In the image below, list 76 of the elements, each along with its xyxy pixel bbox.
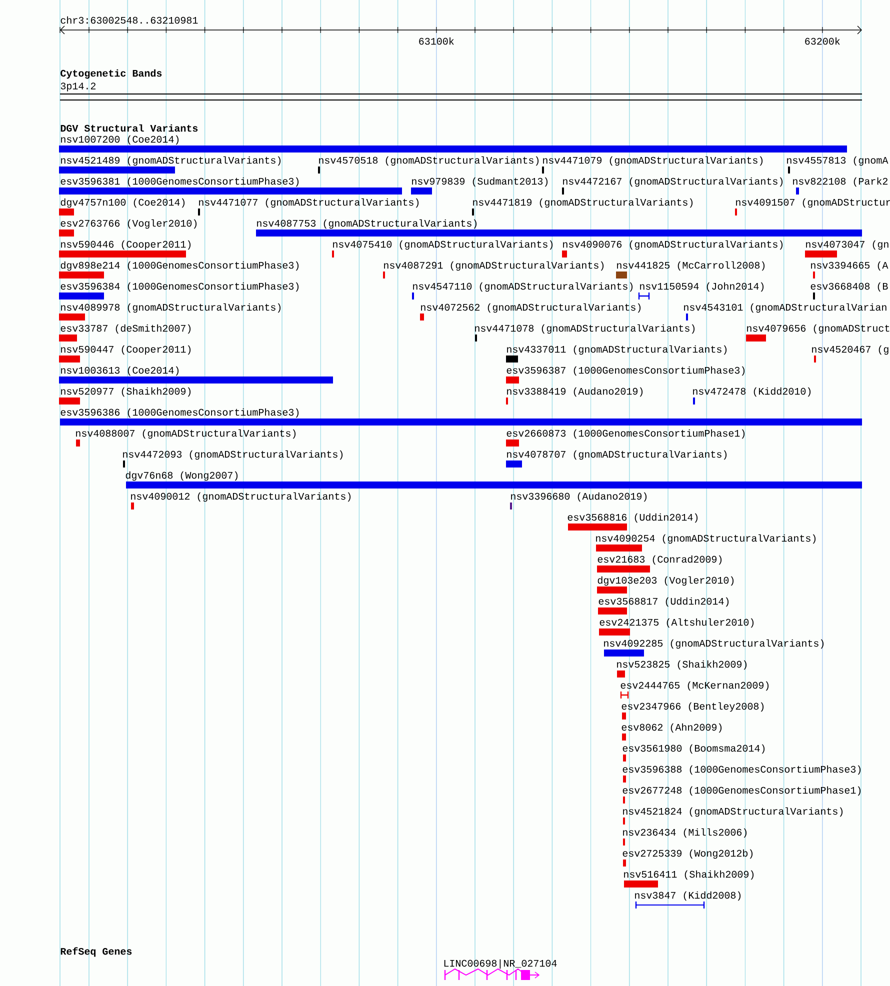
variant-label: esv33787 (deSmith2007) [60, 324, 191, 334]
variant-label: dgv898e214 (1000GenomesConsortiumPhase3) [60, 261, 299, 271]
variant-label: esv3668408 (B [810, 282, 888, 292]
variant-label: nsv1007200 (Coe2014) [61, 135, 179, 145]
variant-label: nsv4557813 (gnomA [787, 156, 888, 166]
variant-label: nsv590447 (Cooper2011) [61, 345, 191, 355]
variant-label: nsv4075410 (gnomADStructuralVariants) [333, 240, 553, 250]
variant-label: nsv520977 (Shaikh2009) [61, 387, 191, 397]
variant-label: nsv4089978 (gnomADStructuralVariants) [61, 303, 281, 313]
tick-label: 63100k [419, 37, 454, 45]
variant-label: esv2660873 (1000GenomesConsortiumPhase1) [506, 429, 745, 439]
variant-label: nsv4078707 (gnomADStructuralVariants) [507, 450, 727, 460]
variant-label: nsv4090254 (gnomADStructuralVariants) [596, 534, 816, 544]
variant-label: nsv4090012 (gnomADStructuralVariants) [131, 492, 351, 502]
variant-label: esv3596388 (1000GenomesConsortiumPhase3) [622, 765, 861, 775]
track-title: DGV Structural Variants [60, 124, 198, 132]
variant-label: nsv236434 (Mills2006) [623, 828, 747, 838]
variant-label: nsv4092285 (gnomADStructuralVariants) [604, 639, 824, 649]
variant-label: nsv4073047 (gn [806, 240, 888, 250]
variant-label: nsv4471077 (gnomADStructuralVariants) [199, 198, 419, 208]
variant-label: nsv441825 (McCarroll2008) [617, 261, 765, 271]
variant-label: nsv4521824 (gnomADStructuralVariants) [623, 807, 843, 817]
variant-label: nsv4088007 (gnomADStructuralVariants) [76, 429, 296, 439]
variant-label: esv3596387 (1000GenomesConsortiumPhase3) [506, 366, 745, 376]
variant-label: esv3596384 (1000GenomesConsortiumPhase3) [60, 282, 299, 292]
tick-label: 63200k [805, 37, 840, 45]
variant-label: nsv4090076 (gnomADStructuralVariants) [563, 240, 783, 250]
variant-label: nsv523825 (Shaikh2009) [617, 660, 747, 670]
variant-label: nsv4072562 (gnomADStructuralVariants) [421, 303, 641, 313]
variant-label: nsv1150594 (John2014) [640, 282, 764, 292]
variant-label: nsv4091507 (gnomADStructur [736, 198, 890, 208]
variant-label: esv3568816 (Uddin2014) [568, 513, 698, 523]
variant-label: dgv4757n100 (Coe2014) [60, 198, 185, 208]
variant-label: nsv4472167 (gnomADStructuralVariants) [563, 177, 783, 187]
variant-label: nsv4471819 (gnomADStructuralVariants) [473, 198, 693, 208]
variant-label: nsv3394665 (A [811, 261, 888, 271]
variant-label: nsv4520467 (g [812, 345, 888, 355]
band-label: 3p14.2 [60, 82, 96, 92]
variant-label: nsv4337011 (gnomADStructuralVariants) [507, 345, 727, 355]
variant-label: esv3568817 (Uddin2014) [598, 597, 729, 607]
variant-label: nsv590446 (Cooper2011) [61, 240, 191, 250]
gene-label: LINC00698|NR_027104 [444, 959, 557, 969]
variant-label: esv21683 (Conrad2009) [598, 555, 722, 565]
variant-label: esv3596386 (1000GenomesConsortiumPhase3) [60, 408, 299, 418]
variant-label: nsv4570518 (gnomADStructuralVariants) [319, 156, 539, 166]
variant-label: esv2677248 (1000GenomesConsortiumPhase1) [622, 786, 861, 796]
variant-label: nsv4079656 (gnomADStruct [747, 324, 890, 334]
variant-label: nsv822108 (Park2 [793, 177, 888, 187]
variant-label: nsv1003613 (Coe2014) [61, 366, 179, 376]
variant-label: nsv4543101 (gnomADStructuralVarian [684, 303, 886, 313]
variant-label: nsv4087291 (gnomADStructuralVariants) [384, 261, 604, 271]
variant-label: nsv472478 (Kidd2010) [693, 387, 811, 397]
variant-label: nsv4471079 (gnomADStructuralVariants) [543, 156, 763, 166]
variant-label: nsv4472093 (gnomADStructuralVariants) [123, 450, 343, 460]
variant-label: nsv4547110 (gnomADStructuralVariants) [413, 282, 633, 292]
variant-label: esv3596381 (1000GenomesConsortiumPhase3) [60, 177, 299, 187]
variant-label: nsv3847 (Kidd2008) [635, 891, 741, 901]
variant-label: dgv76n68 (Wong2007) [126, 471, 238, 481]
variant-label: esv2444765 (McKernan2009) [620, 681, 769, 691]
variant-label: nsv4471078 (gnomADStructuralVariants) [475, 324, 695, 334]
variant-label: nsv4087753 (gnomADStructuralVariants) [257, 219, 477, 229]
variant-label: nsv4521489 (gnomADStructuralVariants) [61, 156, 281, 166]
variant-label: esv2763766 (Vogler2010) [60, 219, 197, 229]
track-title: RefSeq Genes [60, 947, 132, 957]
coordinate-label: chr3:63002548..63210981 [60, 16, 198, 24]
variant-label: nsv979839 (Sudmant2013) [412, 177, 548, 187]
track-title: Cytogenetic Bands [60, 69, 162, 79]
variant-label: esv3561980 (Boomsma2014) [622, 744, 765, 754]
variant-label: esv8062 (Ahn2009) [622, 723, 722, 733]
variant-label: nsv3388419 (Audano2019) [507, 387, 643, 397]
variant-label: esv2725339 (Wong2012b) [622, 849, 753, 859]
variant-label: nsv516411 (Shaikh2009) [624, 870, 754, 880]
variant-label: esv2347966 (Bentley2008) [622, 702, 764, 712]
variant-label: esv2421375 (Altshuler2010) [600, 618, 754, 628]
variant-label: dgv103e203 (Vogler2010) [598, 576, 734, 586]
variant-label: nsv3396680 (Audano2019) [511, 492, 647, 502]
